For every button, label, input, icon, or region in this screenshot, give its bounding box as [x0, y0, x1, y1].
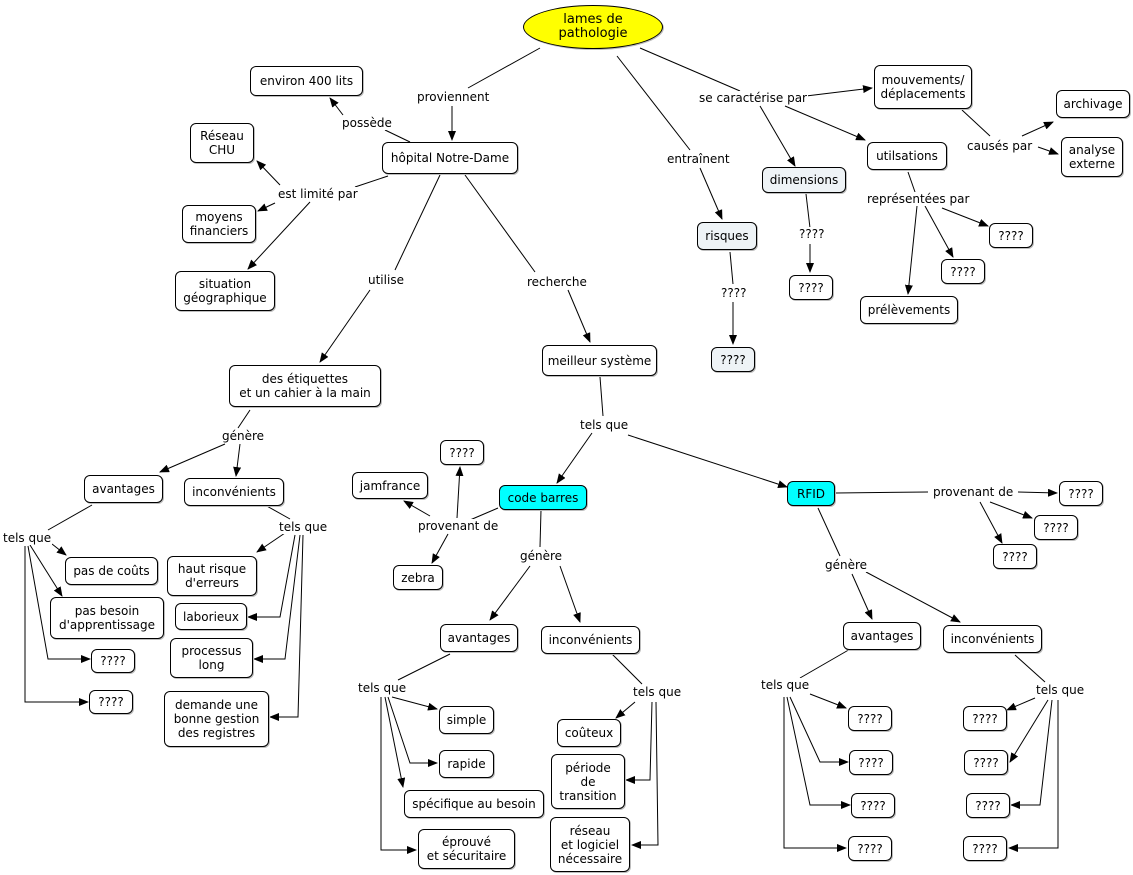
node-question-a1[interactable]: ????: [91, 649, 135, 673]
node-situation-geographique[interactable]: situation géographique: [175, 271, 275, 311]
node-environ-400-lits[interactable]: environ 400 lits: [250, 66, 363, 96]
node-inconvenients-2[interactable]: inconvénients: [541, 626, 640, 654]
link-question-dim: ????: [798, 227, 826, 241]
node-question-av3-2[interactable]: ????: [849, 750, 893, 775]
node-avantages-3[interactable]: avantages: [843, 622, 921, 650]
link-tels-que-in1: tels que: [278, 520, 329, 534]
link-genere-cb: génère: [519, 549, 564, 563]
node-avantages-2[interactable]: avantages: [440, 624, 518, 652]
link-tels-que-in2: tels que: [632, 685, 683, 699]
link-tels-que-av2: tels que: [357, 681, 408, 695]
node-question-cb[interactable]: ????: [440, 440, 484, 465]
node-archivage[interactable]: archivage: [1056, 90, 1130, 118]
node-pas-de-couts[interactable]: pas de coûts: [65, 557, 158, 585]
link-tels-que-av1: tels que: [2, 531, 53, 545]
node-couteux[interactable]: coûteux: [557, 719, 621, 747]
node-reseau-chu[interactable]: Réseau CHU: [190, 123, 254, 163]
node-jamfrance[interactable]: jamfrance: [352, 472, 428, 499]
node-hopital-notre-dame[interactable]: hôpital Notre-Dame: [382, 142, 518, 174]
node-moyens-financiers[interactable]: moyens financiers: [182, 205, 256, 243]
link-representees-par: représentées par: [866, 192, 971, 206]
node-question-rf2[interactable]: ????: [1034, 515, 1078, 540]
link-question-risques: ????: [720, 286, 748, 300]
node-utilisations[interactable]: utilsations: [867, 142, 947, 170]
node-question-rf1[interactable]: ????: [1059, 481, 1103, 506]
node-mouvements-deplacements[interactable]: mouvements/ déplacements: [874, 65, 972, 109]
node-question-in3-1[interactable]: ????: [963, 706, 1007, 731]
node-meilleur-systeme[interactable]: meilleur système: [542, 345, 657, 376]
node-question-av3-4[interactable]: ????: [848, 836, 892, 861]
node-question-rf3[interactable]: ????: [993, 544, 1037, 569]
node-question-ut2[interactable]: ????: [941, 259, 985, 284]
node-pas-besoin-apprentissage[interactable]: pas besoin d'apprentissage: [50, 597, 164, 639]
node-periode-transition[interactable]: période de transition: [551, 754, 625, 809]
link-se-caracterise-par: se caractérise par: [698, 91, 808, 105]
node-eprouve-securitaire[interactable]: éprouvé et sécuritaire: [418, 829, 515, 869]
node-rapide[interactable]: rapide: [439, 750, 494, 778]
node-question-in3-2[interactable]: ????: [964, 750, 1008, 775]
link-tels-que-ms: tels que: [579, 418, 630, 432]
link-utilise: utilise: [367, 273, 405, 287]
node-question-ut1[interactable]: ????: [989, 223, 1033, 248]
link-genere-rf: génère: [824, 558, 869, 572]
node-processus-long[interactable]: processus long: [170, 638, 253, 678]
node-prelevements[interactable]: prélèvements: [860, 296, 958, 324]
node-question-in3-3[interactable]: ????: [966, 793, 1010, 818]
node-haut-risque-erreurs[interactable]: haut risque d'erreurs: [167, 556, 257, 596]
node-inconvenients-3[interactable]: inconvénients: [943, 625, 1042, 653]
node-question-risques[interactable]: ????: [711, 347, 755, 372]
link-causes-par: causés par: [966, 139, 1034, 153]
link-possede: possède: [341, 116, 393, 130]
node-demande-bonne-gestion[interactable]: demande une bonne gestion des registres: [164, 691, 269, 747]
node-rfid[interactable]: RFID: [787, 481, 835, 506]
node-des-etiquettes[interactable]: des étiquettes et un cahier à la main: [229, 365, 381, 407]
node-risques[interactable]: risques: [697, 222, 757, 250]
node-code-barres[interactable]: code barres: [499, 485, 587, 510]
node-question-in3-4[interactable]: ????: [963, 836, 1007, 861]
node-question-dim[interactable]: ????: [789, 275, 833, 300]
link-tels-que-av3: tels que: [760, 678, 811, 692]
node-specifique-au-besoin[interactable]: spécifique au besoin: [404, 790, 544, 818]
node-question-av3-1[interactable]: ????: [848, 706, 892, 731]
node-question-a2[interactable]: ????: [89, 690, 133, 714]
link-provenant-de-cb: provenant de: [417, 519, 500, 533]
node-analyse-externe[interactable]: analyse externe: [1061, 137, 1123, 177]
node-zebra[interactable]: zebra: [393, 565, 443, 590]
link-est-limite-par: est limité par: [277, 187, 359, 201]
node-inconvenients-1[interactable]: inconvénients: [184, 478, 284, 506]
node-question-av3-3[interactable]: ????: [851, 793, 895, 818]
node-simple[interactable]: simple: [439, 706, 494, 734]
node-dimensions[interactable]: dimensions: [762, 167, 846, 193]
link-genere-1: génère: [221, 429, 266, 443]
node-reseau-logiciel[interactable]: réseau et logiciel nécessaire: [550, 817, 630, 872]
link-proviennent: proviennent: [416, 90, 491, 104]
node-avantages-1[interactable]: avantages: [84, 475, 163, 503]
link-recherche: recherche: [526, 275, 588, 289]
node-lames-de-pathologie[interactable]: lames de pathologie: [523, 5, 663, 49]
link-entrainent: entraînent: [666, 152, 731, 166]
link-tels-que-in3: tels que: [1035, 683, 1086, 697]
node-laborieux[interactable]: laborieux: [175, 603, 247, 630]
link-provenant-de-rf: provenant de: [932, 485, 1015, 499]
